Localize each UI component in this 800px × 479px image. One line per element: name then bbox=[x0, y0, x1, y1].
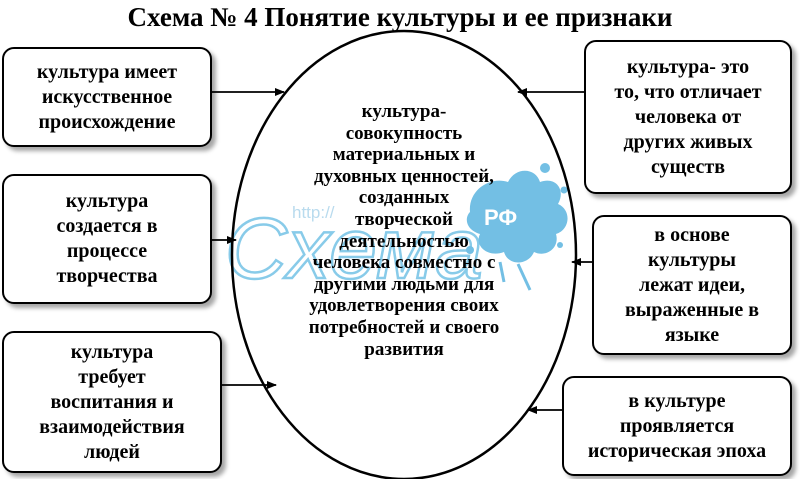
watermark-word: Схема bbox=[225, 201, 483, 297]
central-definition: культура- совокупность материальных и ду… bbox=[308, 101, 500, 360]
right-box-1: культура- это то, что отличает человека … bbox=[584, 40, 792, 194]
right-box-2: в основе культуры лежат идеи, выраженные… bbox=[592, 215, 792, 355]
left-box-1: культура имеет искусственное происхожден… bbox=[2, 47, 212, 147]
right-box-3-text: в культуре проявляется историческая эпох… bbox=[587, 389, 767, 462]
watermark-splash bbox=[466, 170, 568, 263]
connector-arrows bbox=[212, 88, 592, 414]
left-box-2-text: культура создается в процессе творчества bbox=[56, 190, 158, 287]
right-box-1-text: культура- это то, что отличает человека … bbox=[614, 55, 762, 178]
watermark-link: http:// bbox=[292, 203, 335, 222]
left-box-3: культура требует воспитания и взаимодейс… bbox=[2, 331, 222, 473]
watermark: Схема bbox=[224, 163, 568, 298]
page-title: Схема № 4 Понятие культуры и ее признаки bbox=[127, 2, 673, 32]
watermark-badge: РФ bbox=[484, 205, 518, 230]
right-box-2-text: в основе культуры лежат идеи, выраженные… bbox=[625, 223, 759, 346]
left-box-2: культура создается в процессе творчества bbox=[2, 174, 212, 304]
central-ellipse bbox=[230, 29, 578, 479]
left-box-3-text: культура требует воспитания и взаимодейс… bbox=[39, 340, 185, 463]
right-box-3: в культуре проявляется историческая эпох… bbox=[562, 376, 792, 476]
left-box-1-text: культура имеет искусственное происхожден… bbox=[36, 60, 178, 133]
